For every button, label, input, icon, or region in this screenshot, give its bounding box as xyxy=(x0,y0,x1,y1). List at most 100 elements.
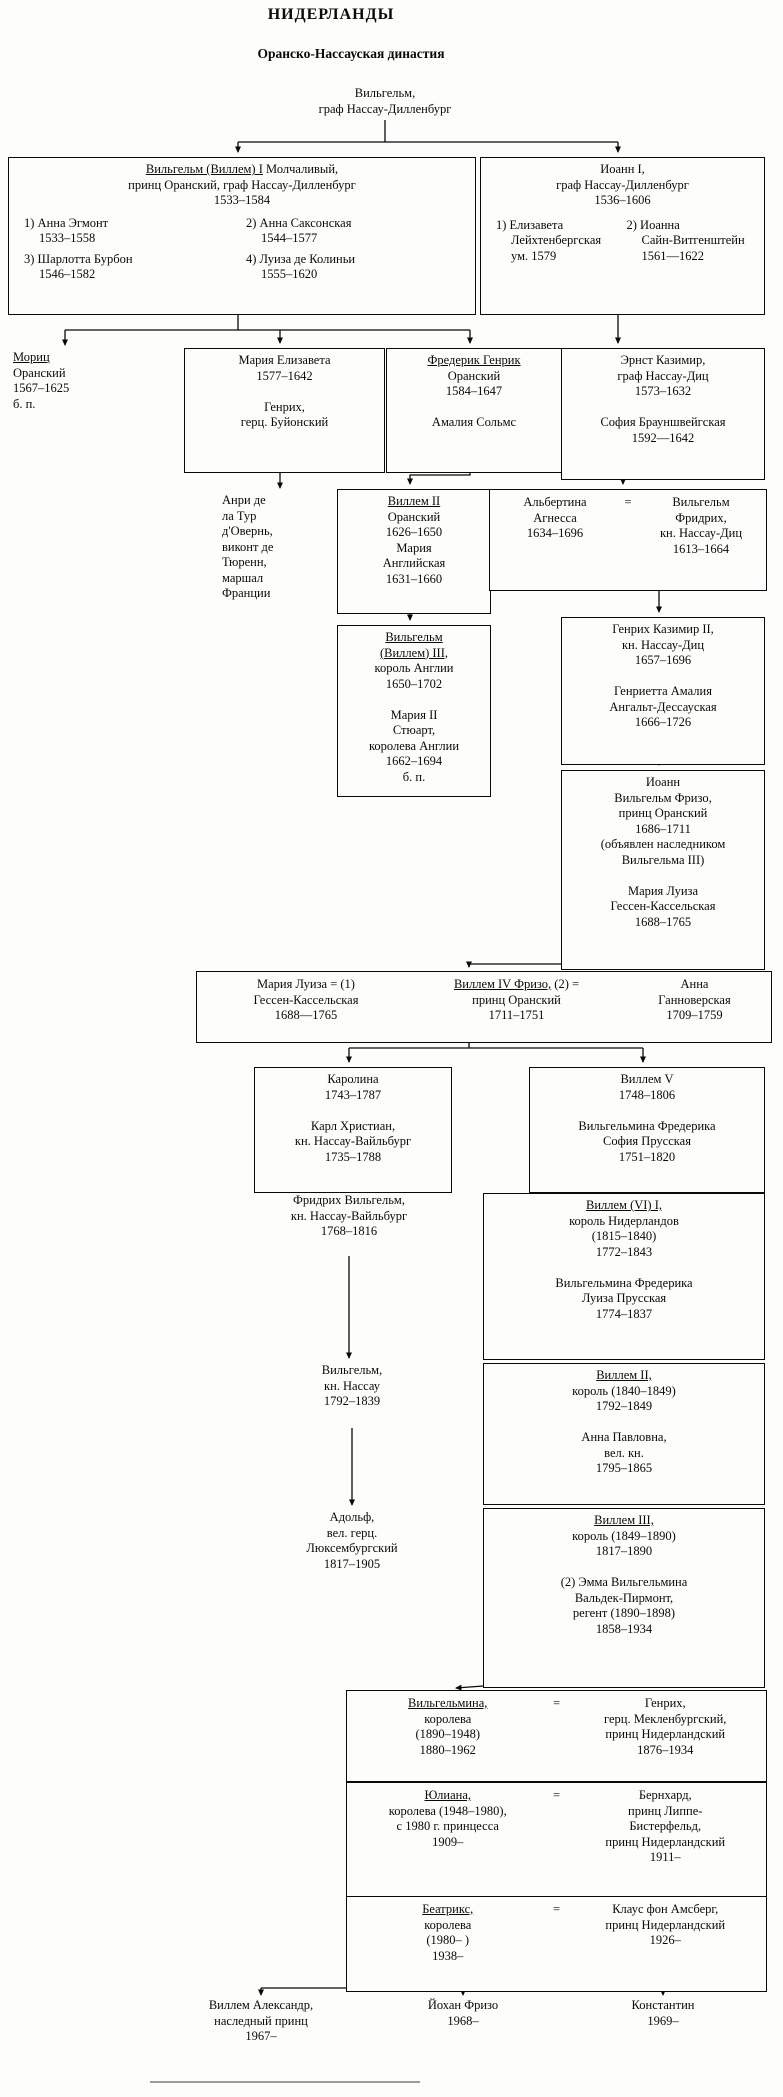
person-name-underlined: Вильгельмина, xyxy=(408,1696,488,1710)
person-text: Иоанн I, граф Нассау-Дилленбург 1536–160… xyxy=(556,162,689,207)
person-beatrix: Беатрикс, королева (1980– ) 1938– xyxy=(351,1902,545,1964)
person-konstantin: Константин 1969– xyxy=(588,1998,738,2029)
person-name-underlined: Виллем (VI) I, xyxy=(585,1198,662,1212)
person-karolina: Каролина 1743–1787 Карл Христиан, кн. На… xyxy=(254,1067,452,1193)
person-henri-de-la-tour: Анри де ла Тур д'Овернь, виконт де Тюрен… xyxy=(222,493,342,602)
wife-entry: 2) Иоанна Сайн-Витгенштейн 1561—1622 xyxy=(626,217,745,263)
person-text: Эрнст Казимир, граф Нассау-Диц 1573–1632… xyxy=(600,353,726,445)
page-title: НИДЕРЛАНДЫ xyxy=(267,6,395,23)
person-text: Оранский 1567–1625 б. п. xyxy=(13,365,70,411)
ioann1-wives-list: 1) Елизавета Лейхтенбергская ум. 1579 2)… xyxy=(484,218,761,265)
person-willem3: Вильгельм (Виллем) III, король Англии 16… xyxy=(337,625,491,797)
page-subtitle: Оранско-Нассауская династия xyxy=(257,46,445,61)
person-text: король (1840–1849) 1792–1849 Анна Павлов… xyxy=(572,1383,676,1475)
person-ioann1-header: Иоанн I, граф Нассау-Дилленбург 1536–160… xyxy=(484,162,761,209)
person-name-rest: (2) = xyxy=(551,977,580,991)
person-text: королева (1890–1948) 1880–1962 xyxy=(415,1711,481,1757)
person-text: Оранский 1626–1650 Мария Английская 1631… xyxy=(382,509,446,586)
person-name-underlined: Виллем III, xyxy=(594,1513,654,1527)
person-willem2: Виллем II Оранский 1626–1650 Мария Англи… xyxy=(337,489,491,614)
person-text: королева (1980– ) 1938– xyxy=(424,1917,472,1963)
marriage-albertina-agnessa: Альбертина Агнесса 1634–1696 = Вильгельм… xyxy=(489,489,767,591)
person-text: Йохан Фризо 1968– xyxy=(427,1998,499,2028)
person-name-underlined: Виллем II, xyxy=(596,1368,652,1382)
person-name-underlined: Виллем IV Фризо, xyxy=(453,977,552,991)
person-wilhelm-of-nassau-root: Вильгельм, граф Нассау-Дилленбург xyxy=(235,86,535,117)
person-iohan-frizo: Йохан Фризо 1968– xyxy=(388,1998,538,2029)
person-text: Вильгельм, кн. Нассау 1792–1839 xyxy=(321,1363,383,1408)
willem1-wives-list: 1) Анна Эгмонт 1533–1558 2) Анна Саксонс… xyxy=(12,216,472,283)
person-ernst-kazimir: Эрнст Казимир, граф Нассау-Диц 1573–1632… xyxy=(561,348,765,480)
marriage-willem4-row: Мария Луиза = (1) Гессен-Кассельская 168… xyxy=(196,971,772,1043)
person-anna-gannoverskaya: Анна Ганноверская 1709–1759 xyxy=(632,977,757,1024)
marriage-juliana: Юлиана, королева (1948–1980), с 1980 г. … xyxy=(346,1782,767,1899)
person-willem2-king: Виллем II, король (1840–1849) 1792–1849 … xyxy=(483,1363,765,1505)
wife-entry: 4) Луиза де Колиньи 1555–1620 xyxy=(246,251,356,282)
person-willem5: Виллем V 1748–1806 Вильгельмина Фредерик… xyxy=(529,1067,765,1193)
person-text: Адольф, вел. герц. Люксембургский 1817–1… xyxy=(306,1510,398,1571)
person-text: Мария Елизавета 1577–1642 Генрих, герц. … xyxy=(238,353,331,429)
person-wilhelm-fridrih: Вильгельм Фридрих, кн. Нассау-Диц 1613–1… xyxy=(640,495,762,557)
person-moritz: Мориц Оранский 1567–1625 б. п. xyxy=(13,350,123,412)
person-text: Иоанн Вильгельм Фризо, принц Оранский 16… xyxy=(600,775,726,929)
person-willem6-1: Виллем (VI) I, король Нидерландов (1815–… xyxy=(483,1193,765,1360)
equals-sign: = xyxy=(624,495,632,509)
wife-entry: 3) Шарлотта Бурбон 1546–1582 xyxy=(24,251,133,282)
person-text: Клаус фон Амсберг, принц Нидерландский 1… xyxy=(605,1902,726,1947)
person-maria-elizaveta: Мария Елизавета 1577–1642 Генрих, герц. … xyxy=(184,348,385,473)
marriage-beatrix: Беатрикс, королева (1980– ) 1938– = Клау… xyxy=(346,1896,767,1992)
person-klaus-von-amsberg: Клаус фон Амсберг, принц Нидерландский 1… xyxy=(569,1902,763,1949)
person-text: Мария Луиза = (1) Гессен-Кассельская 168… xyxy=(253,977,359,1022)
person-heinrich-kazimir2: Генрих Казимир II, кн. Нассау-Диц 1657–1… xyxy=(561,617,765,765)
person-name-underlined: Фредерик Генрик xyxy=(427,353,521,367)
person-text: Фридрих Вильгельм, кн. Нассау-Вайльбург … xyxy=(290,1193,408,1238)
person-genrih-meklenburgsky: Генрих, герц. Мекленбургский, принц Ниде… xyxy=(569,1696,763,1758)
person-bernhard: Бернхард, принц Липпе- Бистерфельд, прин… xyxy=(569,1788,763,1866)
person-ioann1: Иоанн I, граф Нассау-Дилленбург 1536–160… xyxy=(480,157,765,315)
person-text: Генрих Казимир II, кн. Нассау-Диц 1657–1… xyxy=(609,622,717,729)
wife-entry: 2) Анна Саксонская 1544–1577 xyxy=(246,215,352,246)
person-text: король (1849–1890) 1817–1890 (2) Эмма Ви… xyxy=(560,1528,688,1636)
person-name-rest: Молчаливый, xyxy=(262,162,339,176)
person-willem-alexander: Виллем Александр, наследный принц 1967– xyxy=(161,1998,361,2045)
marriage-wilhelmina: Вильгельмина, королева (1890–1948) 1880–… xyxy=(346,1690,767,1782)
person-willem1-header: Вильгельм (Виллем) I Молчаливый, принц О… xyxy=(12,162,472,209)
person-name-underlined: Вильгельм (Виллем) III, xyxy=(379,630,449,660)
equals-sign: = xyxy=(552,1902,561,1916)
person-text: Виллем V 1748–1806 Вильгельмина Фредерик… xyxy=(578,1072,716,1164)
person-text: королева (1948–1980), с 1980 г. принцесс… xyxy=(388,1803,507,1849)
person-willem1: Вильгельм (Виллем) I Молчаливый, принц О… xyxy=(8,157,476,315)
person-text: принц Оранский, граф Нассау-Дилленбург 1… xyxy=(128,177,356,208)
equals-sign: = xyxy=(552,1788,561,1802)
wife-entry: 1) Анна Эгмонт 1533–1558 xyxy=(24,215,109,246)
person-text: Вильгельм Фридрих, кн. Нассау-Диц 1613–1… xyxy=(659,495,743,556)
connector-line xyxy=(238,120,618,143)
person-adolf: Адольф, вел. герц. Люксембургский 1817–1… xyxy=(287,1510,417,1572)
person-text: король Нидерландов (1815–1840) 1772–1843… xyxy=(555,1213,693,1321)
person-text: Каролина 1743–1787 Карл Христиан, кн. На… xyxy=(294,1072,412,1164)
person-text: Бернхард, принц Липпе- Бистерфельд, прин… xyxy=(605,1788,726,1864)
person-text: король Англии 1650–1702 Мария II Стюарт,… xyxy=(368,661,460,784)
person-wilhelm-nassau: Вильгельм, кн. Нассау 1792–1839 xyxy=(297,1363,407,1410)
person-text: Анна Ганноверская 1709–1759 xyxy=(658,977,731,1022)
person-name-underlined: Вильгельм (Виллем) I xyxy=(145,162,263,176)
person-willem3-king: Виллем III, король (1849–1890) 1817–1890… xyxy=(483,1508,765,1688)
person-maria-luiza: Мария Луиза = (1) Гессен-Кассельская 168… xyxy=(211,977,401,1024)
person-wilhelmina: Вильгельмина, королева (1890–1948) 1880–… xyxy=(351,1696,545,1758)
equals-sign: = xyxy=(552,1696,561,1710)
wife-entry: 1) Елизавета Лейхтенбергская ум. 1579 xyxy=(496,217,602,263)
person-fridrih-wilhelm: Фридрих Вильгельм, кн. Нассау-Вайльбург … xyxy=(254,1193,444,1240)
person-text: Виллем Александр, наследный принц 1967– xyxy=(208,1998,314,2043)
person-text: Альбертина Агнесса 1634–1696 xyxy=(523,495,587,540)
person-text: Вильгельм, граф Нассау-Дилленбург xyxy=(318,86,452,116)
person-text: Анри де ла Тур д'Овернь, виконт де Тюрен… xyxy=(222,493,274,600)
person-willem4-frizo: Виллем IV Фризо, (2) = принц Оранский 17… xyxy=(429,977,604,1024)
person-frederik-henrik: Фредерик Генрик Оранский 1584–1647 Амали… xyxy=(386,348,562,473)
person-albertina-agnessa: Альбертина Агнесса 1634–1696 xyxy=(494,495,616,542)
person-name-underlined: Виллем II xyxy=(387,494,441,508)
person-juliana: Юлиана, королева (1948–1980), с 1980 г. … xyxy=(351,1788,545,1850)
person-text: Генрих, герц. Мекленбургский, принц Ниде… xyxy=(604,1696,727,1757)
person-text: принц Оранский 1711–1751 xyxy=(472,992,561,1023)
person-text: Оранский 1584–1647 Амалия Сольмс xyxy=(431,368,517,429)
